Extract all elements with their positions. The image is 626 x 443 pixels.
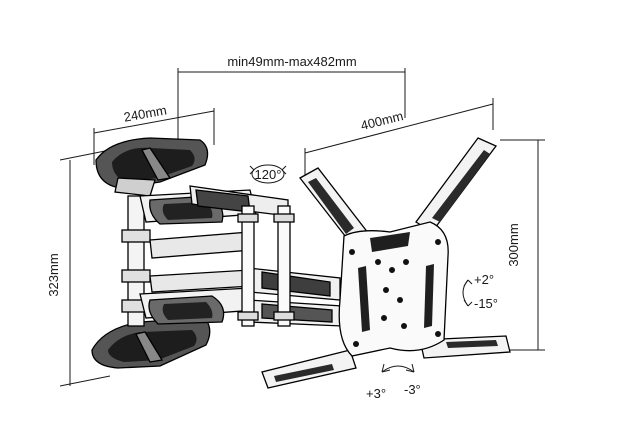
articulating-arms xyxy=(139,185,343,327)
swivel-label: 120° xyxy=(255,167,282,182)
wall-plate-height-dimension: 323mm xyxy=(46,149,111,387)
vesa-height-dimension: 300mm xyxy=(500,139,545,351)
tilt-indicator: +2° -15° xyxy=(462,272,498,311)
extension-dimension: min49mm-max482mm xyxy=(177,54,406,160)
rotate-minus-label: -3° xyxy=(404,382,421,397)
vesa-plate xyxy=(261,137,511,389)
vesa-width-label: 400mm xyxy=(359,108,405,133)
vesa-height-label: 300mm xyxy=(506,223,521,266)
rotate-right-arrow-icon xyxy=(405,363,415,373)
wall-plate-width-dimension: 240mm xyxy=(93,102,215,165)
tilt-down-label: -15° xyxy=(474,296,498,311)
wall-plate-height-label: 323mm xyxy=(46,253,61,296)
extension-label: min49mm-max482mm xyxy=(227,54,356,69)
arrow-left-icon xyxy=(249,165,255,175)
rotate-plus-label: +3° xyxy=(366,386,386,401)
arrow-down-icon xyxy=(463,299,473,307)
rotation-indicator: +3° -3° xyxy=(366,363,421,401)
rotate-left-arrow-icon xyxy=(381,363,391,373)
arrow-up-icon xyxy=(463,279,473,287)
wall-plate-width-label: 240mm xyxy=(123,102,168,124)
swivel-indicator: 120° xyxy=(249,164,287,184)
wall-plate xyxy=(91,137,211,369)
tilt-up-label: +2° xyxy=(474,272,494,287)
arrow-right-icon xyxy=(281,165,287,175)
